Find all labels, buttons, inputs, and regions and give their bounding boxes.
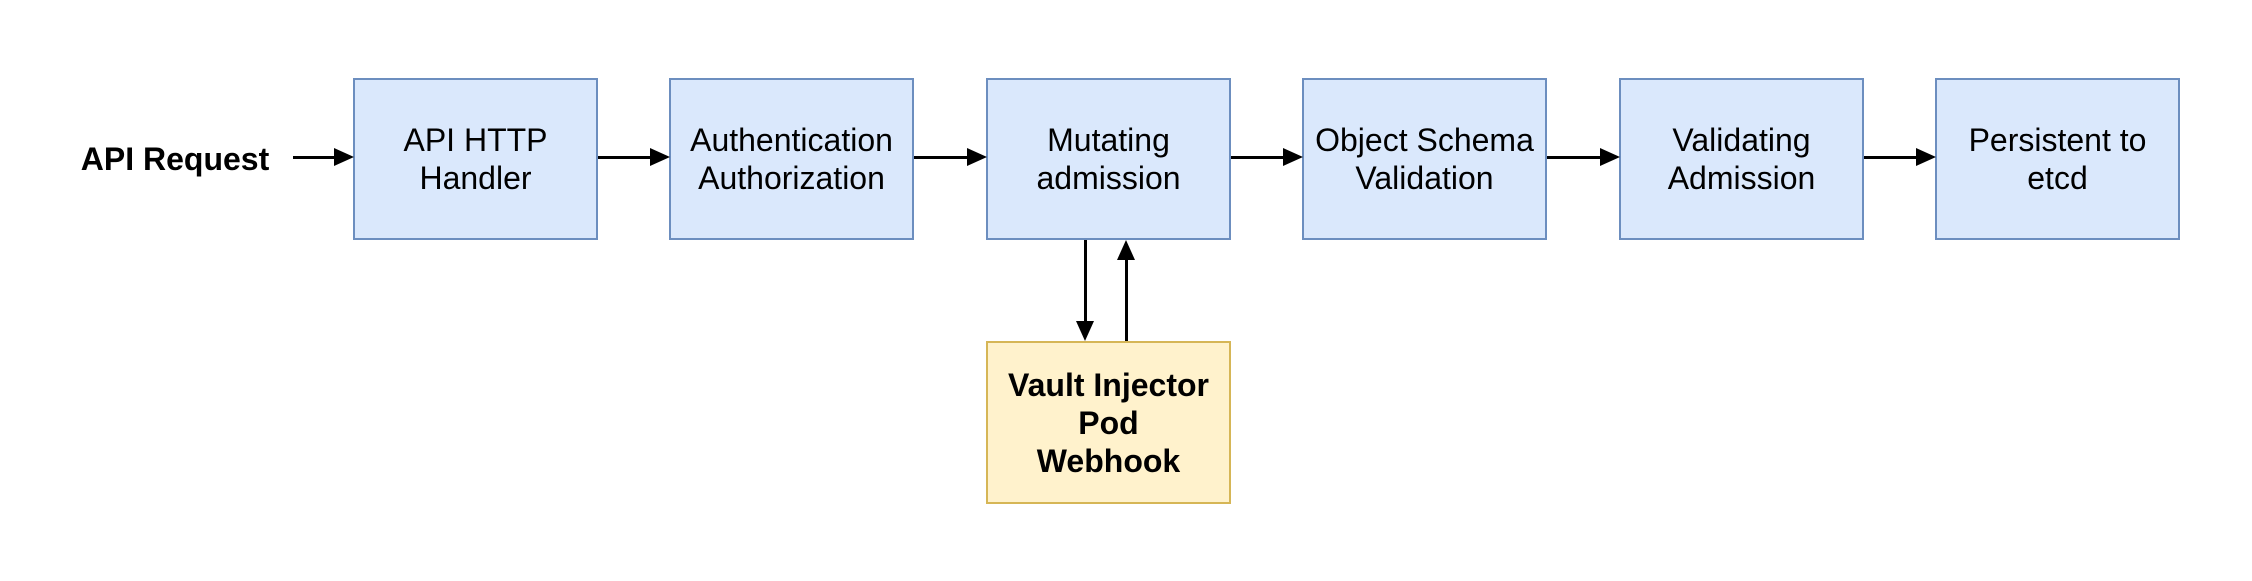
arrow-validating-admission-to-persistent-etcd — [1864, 148, 1936, 166]
arrowhead-down-icon — [1076, 321, 1094, 341]
arrowhead-right-icon — [334, 148, 354, 166]
arrow-api-request-to-api-http-handler — [293, 148, 354, 166]
arrow-mutating-admission-to-webhook — [1076, 240, 1094, 341]
arrowhead-right-icon — [1600, 148, 1620, 166]
arrowhead-right-icon — [650, 148, 670, 166]
arrow-object-schema-to-validating-admission — [1547, 148, 1620, 166]
node-object-schema-validation: Object Schema Validation — [1302, 78, 1547, 240]
node-vault-injector-pod-webhook: Vault Injector Pod Webhook — [986, 341, 1231, 504]
node-persistent-to-etcd: Persistent to etcd — [1935, 78, 2180, 240]
node-api-http-handler: API HTTP Handler — [353, 78, 598, 240]
arrowhead-right-icon — [967, 148, 987, 166]
arrow-mutating-admission-to-object-schema — [1231, 148, 1303, 166]
arrow-api-http-handler-to-authentication — [598, 148, 670, 166]
arrowhead-right-icon — [1916, 148, 1936, 166]
node-mutating-admission: Mutating admission — [986, 78, 1231, 240]
node-validating-admission: Validating Admission — [1619, 78, 1864, 240]
arrow-authentication-to-mutating-admission — [914, 148, 987, 166]
arrow-webhook-to-mutating-admission — [1117, 240, 1135, 341]
arrowhead-up-icon — [1117, 240, 1135, 260]
node-authentication-authorization: Authentication Authorization — [669, 78, 914, 240]
arrowhead-right-icon — [1283, 148, 1303, 166]
api-request-label: API Request — [80, 140, 270, 177]
